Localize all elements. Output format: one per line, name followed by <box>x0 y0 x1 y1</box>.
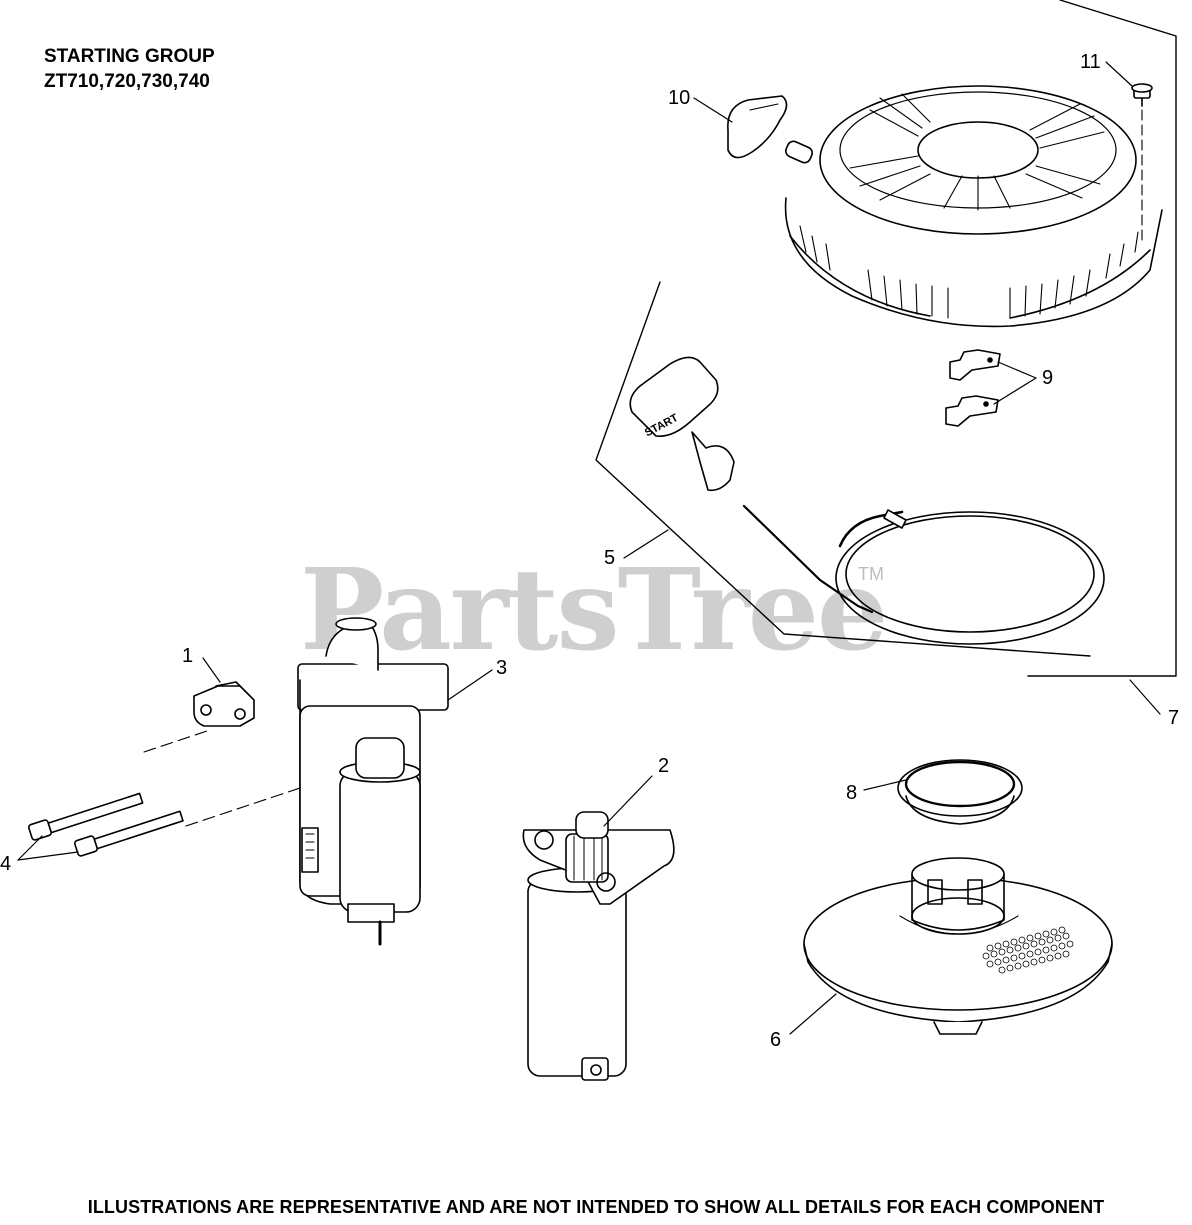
screen-8 <box>897 759 1023 825</box>
callout-6: 6 <box>770 1029 782 1051</box>
blower-cover-6 <box>803 857 1113 1035</box>
leader-lines <box>17 61 1161 1035</box>
rope-kit-5: START <box>629 356 1105 645</box>
callout-10: 10 <box>668 87 691 109</box>
watermark: PartsTree <box>300 545 888 676</box>
diagram-title: STARTING GROUP ZT710,720,730,740 <box>44 44 215 94</box>
assembly-bracket-7 <box>595 0 1177 677</box>
callout-3: 3 <box>496 657 508 679</box>
callout-5: 5 <box>604 547 616 569</box>
callout-7: 7 <box>1168 707 1180 729</box>
callout-2: 2 <box>658 755 670 777</box>
callout-4: 4 <box>0 853 12 875</box>
callout-9: 9 <box>1042 367 1054 389</box>
recoil-starter-housing <box>784 85 1163 328</box>
bolt-11 <box>1131 83 1153 241</box>
title-line-1: STARTING GROUP <box>44 46 215 67</box>
bracket-1 <box>193 681 255 727</box>
starter-motor-3 <box>297 617 449 946</box>
starter-handle-10 <box>727 95 814 164</box>
starter-motor-2 <box>522 811 675 1081</box>
callout-11: 11 <box>1080 51 1101 73</box>
callout-8: 8 <box>846 782 858 804</box>
disclaimer-footer: ILLUSTRATIONS ARE REPRESENTATIVE AND ARE… <box>87 1197 1105 1217</box>
title-line-2: ZT710,720,730,740 <box>44 71 210 92</box>
callout-1: 1 <box>182 645 194 667</box>
pawls-9 <box>945 349 1001 427</box>
watermark-tm: TM <box>858 564 884 584</box>
bolts-4 <box>27 729 301 857</box>
